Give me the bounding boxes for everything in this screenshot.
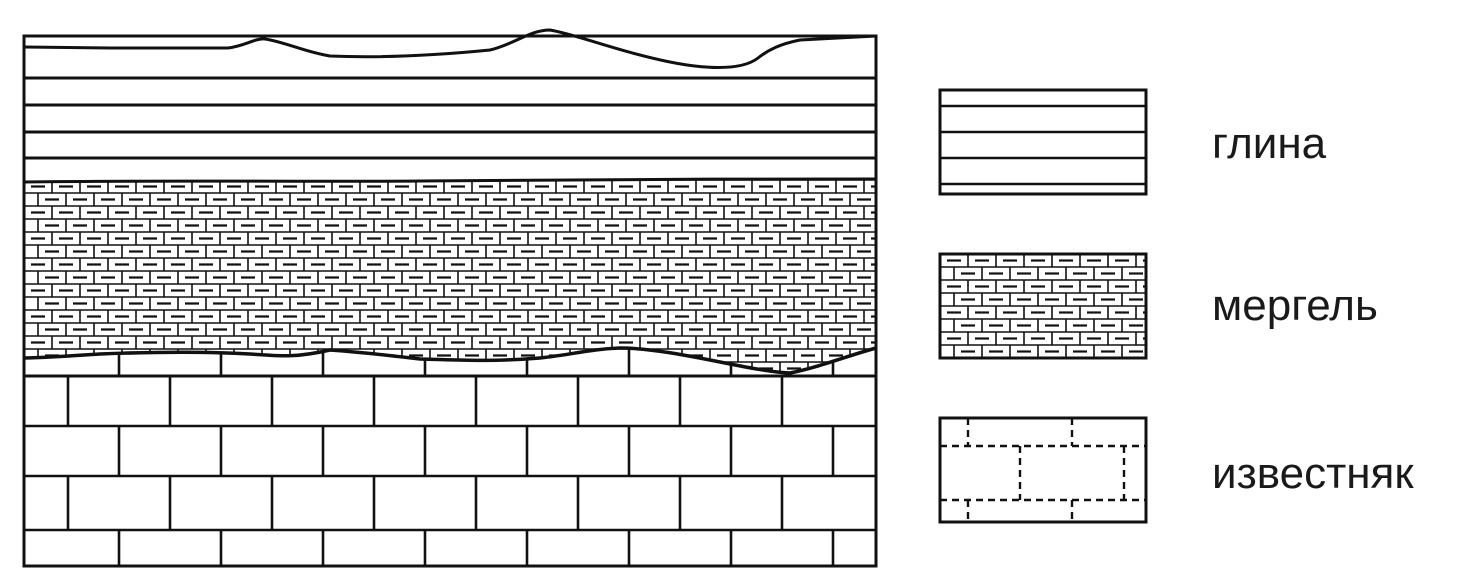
legend-item-limestone: известняк — [938, 416, 1414, 524]
legend-swatch-marl — [940, 254, 1146, 358]
clay-marl-boundary — [23, 177, 877, 184]
legend-swatch-marl-border — [938, 252, 1148, 360]
legend-label-marl: мергель — [1212, 281, 1378, 330]
marl-layer — [24, 179, 876, 373]
legend-item-clay: глина — [938, 88, 1327, 196]
limestone-layer — [24, 348, 876, 566]
legend-label-clay: глина — [1212, 119, 1327, 168]
cross-section — [22, 28, 878, 568]
legend-item-marl: мергель — [938, 252, 1378, 360]
section-frame — [22, 34, 878, 568]
legend: глина мергель известняк — [938, 88, 1414, 524]
legend-swatch-limestone — [940, 418, 1146, 522]
legend-swatch-limestone-border — [938, 416, 1148, 524]
legend-label-limestone: известняк — [1212, 449, 1414, 498]
legend-swatch-clay-border — [938, 88, 1148, 196]
clay-layer — [24, 76, 876, 160]
legend-swatch-clay — [938, 88, 1148, 196]
ground-surface-line — [23, 28, 877, 69]
marl-limestone-boundary — [23, 346, 877, 375]
